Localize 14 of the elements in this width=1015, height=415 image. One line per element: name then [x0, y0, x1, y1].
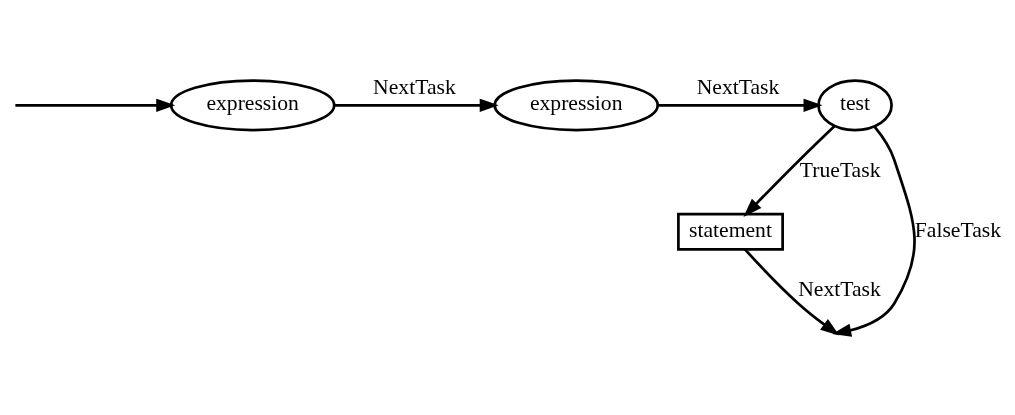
arrow — [15, 98, 176, 112]
edge-label: NextTask — [373, 75, 456, 100]
arrow — [657, 98, 823, 112]
arrow — [743, 248, 840, 336]
node-ellipse: expression — [169, 79, 336, 132]
node-ellipse: test — [817, 79, 893, 132]
edge-label: NextTask — [696, 75, 780, 100]
node-box: statement — [677, 212, 784, 251]
edge-label: TrueTask — [799, 158, 881, 183]
arrow — [743, 125, 836, 217]
edge-label: FalseTask — [914, 217, 1002, 242]
edge-label: NextTask — [798, 277, 881, 302]
node-ellipse: expression — [493, 79, 660, 132]
arrow — [334, 98, 499, 112]
